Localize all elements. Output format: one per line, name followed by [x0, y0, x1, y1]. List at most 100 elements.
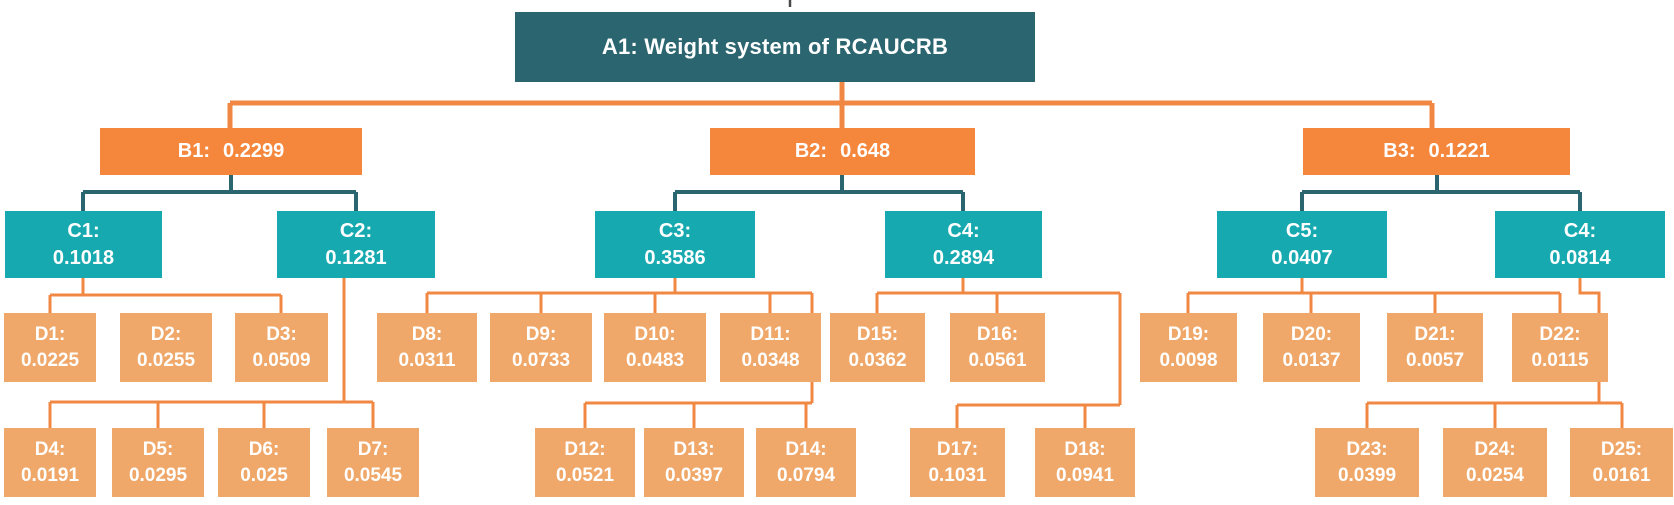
node-d4: D4: 0.0191 — [4, 428, 96, 497]
node-d2-value: 0.0255 — [136, 349, 196, 371]
node-d6-name: D6: — [248, 439, 280, 461]
node-c3-value: 0.3586 — [644, 246, 706, 269]
node-c3-name: C3: — [658, 220, 692, 243]
node-b2-value: 0.648 — [840, 140, 891, 163]
node-c1: C1: 0.1018 — [5, 211, 162, 278]
node-d14-value: 0.0794 — [776, 464, 836, 486]
node-d13-name: D13: — [673, 439, 715, 461]
node-d24: D24: 0.0254 — [1443, 428, 1547, 497]
node-d6-value: 0.025 — [240, 464, 288, 486]
node-d3-name: D3: — [266, 324, 297, 346]
node-d17-value: 0.1031 — [928, 464, 987, 486]
node-d2: D2: 0.0255 — [120, 313, 212, 382]
node-d16: D16: 0.0561 — [950, 313, 1045, 382]
node-d23-value: 0.0399 — [1337, 464, 1397, 486]
node-d22-name: D22: — [1539, 324, 1581, 346]
node-c6-name: C4: — [1563, 220, 1597, 243]
node-d8-name: D8: — [411, 324, 443, 346]
node-d20-name: D20: — [1290, 324, 1333, 346]
node-d8-value: 0.0311 — [398, 349, 456, 371]
node-c4: C4: 0.2894 — [885, 211, 1042, 278]
node-b3-value: 0.1221 — [1428, 140, 1490, 163]
node-d25-value: 0.0161 — [1592, 464, 1651, 486]
node-c2-value: 0.1281 — [325, 246, 387, 269]
connector-root-to-branches — [227, 82, 1435, 128]
node-d5-value: 0.0295 — [128, 464, 188, 486]
node-d23: D23: 0.0399 — [1315, 428, 1419, 497]
connector-branches-to-criteria — [81, 175, 1582, 211]
node-b2: B2: 0.648 — [710, 128, 975, 175]
node-d7-value: 0.0545 — [343, 464, 403, 486]
node-d10: D10: 0.0483 — [604, 313, 706, 382]
node-d19-name: D19: — [1167, 324, 1210, 346]
node-d24-name: D24: — [1474, 439, 1516, 461]
node-d9: D9: 0.0733 — [490, 313, 592, 382]
node-d13: D13: 0.0397 — [644, 428, 744, 497]
connector-criteria-to-leaves — [48, 278, 1624, 428]
node-a1-label: A1: Weight system of RCAUCRB — [601, 34, 949, 60]
node-d18-name: D18: — [1064, 439, 1106, 461]
node-c2: C2: 0.1281 — [277, 211, 435, 278]
node-c1-name: C1: — [67, 220, 100, 243]
node-d11-name: D11: — [750, 324, 791, 346]
node-d3-value: 0.0509 — [252, 349, 311, 371]
node-b1-name: B1: — [177, 140, 211, 163]
node-c6-value: 0.0814 — [1549, 246, 1611, 269]
node-d15-value: 0.0362 — [848, 349, 907, 371]
node-d10-value: 0.0483 — [625, 349, 685, 371]
node-d24-value: 0.0254 — [1465, 464, 1525, 486]
node-d16-name: D16: — [976, 324, 1019, 346]
node-c4-name: C4: — [947, 220, 980, 243]
node-d1-value: 0.0225 — [20, 349, 80, 371]
node-d22: D22: 0.0115 — [1512, 313, 1608, 382]
node-d14: D14: 0.0794 — [756, 428, 856, 497]
node-d17: D17: 0.1031 — [910, 428, 1005, 497]
node-d18: D18: 0.0941 — [1035, 428, 1135, 497]
node-b3: B3: 0.1221 — [1303, 128, 1570, 175]
node-d1: D1: 0.0225 — [4, 313, 96, 382]
node-d25-name: D25: — [1600, 439, 1643, 461]
node-a1: A1: Weight system of RCAUCRB — [515, 12, 1035, 82]
node-d18-value: 0.0941 — [1055, 464, 1115, 486]
node-c2-name: C2: — [339, 220, 373, 243]
node-b2-name: B2: — [794, 140, 828, 163]
node-d12: D12: 0.0521 — [535, 428, 635, 497]
node-d21: D21: 0.0057 — [1387, 313, 1483, 382]
node-d19: D19: 0.0098 — [1140, 313, 1237, 382]
node-d9-name: D9: — [525, 324, 557, 346]
node-d4-value: 0.0191 — [20, 464, 80, 486]
node-d4-name: D4: — [34, 439, 66, 461]
node-d10-name: D10: — [634, 324, 676, 346]
node-c4-value: 0.2894 — [932, 246, 995, 269]
node-d5-name: D5: — [142, 439, 174, 461]
node-d17-name: D17: — [936, 439, 979, 461]
node-d7-name: D7: — [357, 439, 389, 461]
node-d14-name: D14: — [785, 439, 827, 461]
node-d13-value: 0.0397 — [664, 464, 724, 486]
node-d11: D11: 0.0348 — [720, 313, 821, 382]
node-c5-name: C5: — [1285, 220, 1319, 243]
node-d21-name: D21: — [1414, 324, 1456, 346]
node-d3: D3: 0.0509 — [235, 313, 328, 382]
node-c1-value: 0.1018 — [52, 246, 115, 269]
node-d15-name: D15: — [856, 324, 899, 346]
node-d20-value: 0.0137 — [1282, 349, 1341, 371]
node-d7: D7: 0.0545 — [327, 428, 419, 497]
node-b1-value: 0.2299 — [223, 140, 285, 163]
node-d9-value: 0.0733 — [511, 349, 571, 371]
node-d5: D5: 0.0295 — [112, 428, 204, 497]
node-b3-name: B3: — [1383, 140, 1416, 163]
node-d15: D15: 0.0362 — [830, 313, 925, 382]
node-d6: D6: 0.025 — [218, 428, 310, 497]
node-b1: B1: 0.2299 — [100, 128, 362, 175]
node-c6: C4: 0.0814 — [1495, 211, 1665, 278]
node-d23-name: D23: — [1346, 439, 1388, 461]
node-d12-value: 0.0521 — [555, 464, 615, 486]
node-d2-name: D2: — [150, 324, 182, 346]
node-d8: D8: 0.0311 — [377, 313, 477, 382]
node-d19-value: 0.0098 — [1159, 349, 1218, 371]
node-d25: D25: 0.0161 — [1570, 428, 1673, 497]
node-d12-name: D12: — [564, 439, 606, 461]
